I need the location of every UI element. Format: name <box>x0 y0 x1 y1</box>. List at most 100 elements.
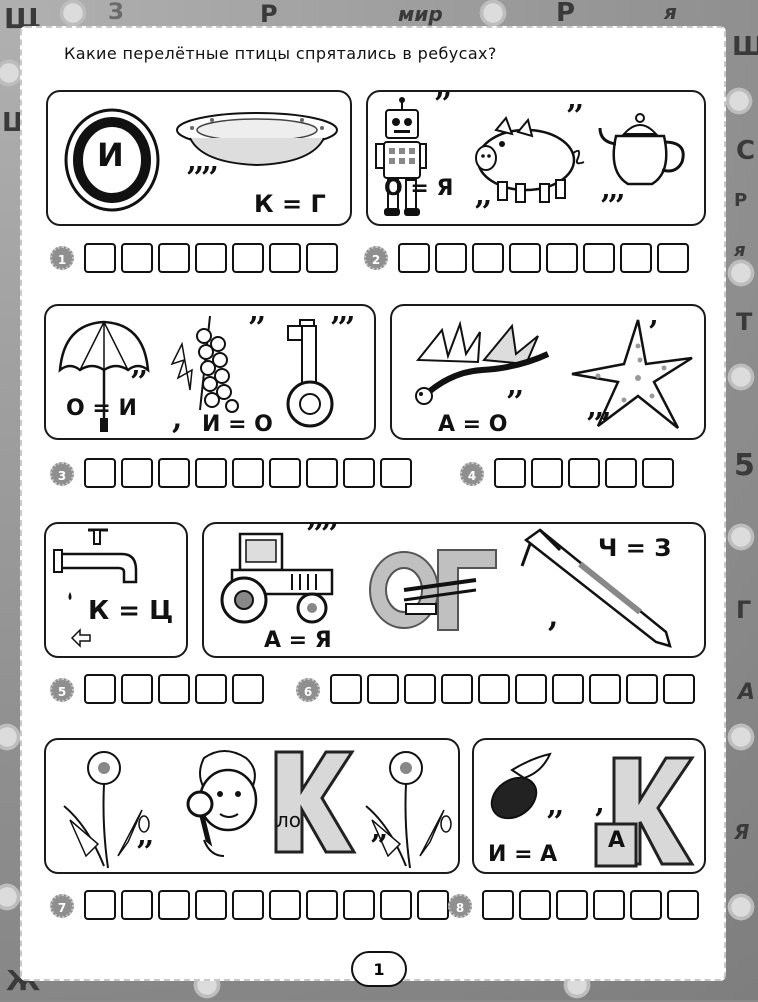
answer-letter-box[interactable] <box>593 890 625 920</box>
answer-letter-box[interactable] <box>306 243 338 273</box>
answer-letter-box[interactable] <box>158 458 190 488</box>
answer-letter-box[interactable] <box>630 890 662 920</box>
poppy-flower-icon <box>63 751 150 869</box>
answer-letter-box[interactable] <box>84 890 116 920</box>
puzzle-8-number: 8 <box>448 894 472 918</box>
page-title: Какие перелётные птицы спрятались в ребу… <box>64 44 497 63</box>
flower-ornament <box>476 0 510 30</box>
puzzle-8-answer <box>482 890 704 920</box>
answer-letter-box[interactable] <box>121 243 153 273</box>
flower-ornament <box>724 360 758 394</box>
lemon-icon <box>490 752 552 820</box>
answer-letter-box[interactable] <box>380 458 412 488</box>
puzzle-3-rule-b: И = О <box>202 412 273 437</box>
answer-letter-box[interactable] <box>417 890 449 920</box>
puzzle-6-rule-b: Ч = З <box>598 534 672 562</box>
answer-letter-box[interactable] <box>232 243 264 273</box>
answer-letter-box[interactable] <box>158 890 190 920</box>
flower-ornament <box>724 520 758 554</box>
answer-letter-box[interactable] <box>84 243 116 273</box>
key-icon <box>286 319 334 428</box>
answer-letter-box[interactable] <box>552 674 584 704</box>
boy-listening-icon <box>186 750 258 857</box>
answer-letter-box[interactable] <box>195 890 227 920</box>
puzzle-2-commas-low: ’’ <box>474 195 492 230</box>
answer-letter-box[interactable] <box>306 890 338 920</box>
umbrella-icon <box>58 320 150 432</box>
puzzle-2-commas-middle: ’’ <box>566 99 584 134</box>
answer-letter-box[interactable] <box>472 243 504 273</box>
answer-letter-box[interactable] <box>663 674 695 704</box>
answer-letter-box[interactable] <box>509 243 541 273</box>
answer-letter-box[interactable] <box>306 458 338 488</box>
cursor-arrow-icon <box>70 628 91 648</box>
puzzle-3-comma-low: , <box>172 401 183 436</box>
answer-letter-box[interactable] <box>441 674 473 704</box>
answer-letter-box[interactable] <box>398 243 430 273</box>
answer-letter-box[interactable] <box>343 890 375 920</box>
answer-letter-box[interactable] <box>531 458 563 488</box>
border-letter: я <box>664 0 677 24</box>
answer-letter-box[interactable] <box>380 890 412 920</box>
answer-letter-box[interactable] <box>84 458 116 488</box>
answer-letter-box[interactable] <box>404 674 436 704</box>
answer-letter-box[interactable] <box>556 890 588 920</box>
letter-k-icon <box>274 750 357 854</box>
answer-letter-box[interactable] <box>269 458 301 488</box>
answer-letter-box[interactable] <box>482 890 514 920</box>
answer-letter-box[interactable] <box>657 243 689 273</box>
dragon-icon <box>415 320 550 405</box>
answer-letter-box[interactable] <box>121 890 153 920</box>
answer-letter-box[interactable] <box>343 458 375 488</box>
answer-letter-box[interactable] <box>232 674 264 704</box>
answer-letter-box[interactable] <box>589 674 621 704</box>
border-letter: Р <box>556 0 576 28</box>
puzzle-6-comma-low: , <box>548 599 559 634</box>
answer-letter-box[interactable] <box>269 890 301 920</box>
puzzle-7-number: 7 <box>50 894 74 918</box>
puzzle-3-commas-c: ’’’ <box>330 311 355 346</box>
starfish-icon <box>571 319 693 429</box>
answer-letter-box[interactable] <box>568 458 600 488</box>
answer-letter-box[interactable] <box>435 243 467 273</box>
answer-letter-box[interactable] <box>195 674 227 704</box>
answer-letter-box[interactable] <box>121 674 153 704</box>
letters-o-g-swing-icon <box>369 549 497 631</box>
answer-letter-box[interactable] <box>195 243 227 273</box>
teapot-icon <box>598 113 685 186</box>
answer-letter-box[interactable] <box>642 458 674 488</box>
answer-letter-box[interactable] <box>515 674 547 704</box>
answer-letter-box[interactable] <box>269 243 301 273</box>
answer-letter-box[interactable] <box>84 674 116 704</box>
puzzle-1-answer <box>84 243 343 273</box>
answer-letter-box[interactable] <box>330 674 362 704</box>
answer-letter-box[interactable] <box>626 674 658 704</box>
answer-letter-box[interactable] <box>494 458 526 488</box>
border-letter: Я <box>734 820 750 844</box>
answer-letter-box[interactable] <box>519 890 551 920</box>
answer-letter-box[interactable] <box>195 458 227 488</box>
tractor-icon <box>220 532 334 624</box>
page-number: 1 <box>351 951 407 987</box>
answer-letter-box[interactable] <box>620 243 652 273</box>
answer-letter-box[interactable] <box>232 458 264 488</box>
answer-letter-box[interactable] <box>583 243 615 273</box>
answer-letter-box[interactable] <box>158 674 190 704</box>
puzzle-5-rule: К = Ц <box>88 596 174 626</box>
puzzle-3-commas-a: ’’ <box>130 365 148 400</box>
answer-letter-box[interactable] <box>667 890 699 920</box>
answer-letter-box[interactable] <box>158 243 190 273</box>
flower-ornament <box>724 720 758 754</box>
answer-letter-box[interactable] <box>605 458 637 488</box>
puzzle-2-commas-right: ’’’ <box>600 189 625 224</box>
answer-letter-box[interactable] <box>232 890 264 920</box>
puzzle-4-commas-a: ’’ <box>506 385 524 420</box>
border-letter: мир <box>398 2 443 26</box>
answer-letter-box[interactable] <box>367 674 399 704</box>
answer-letter-box[interactable] <box>546 243 578 273</box>
puzzle-3-rule-a: О = И <box>66 396 137 421</box>
answer-letter-box[interactable] <box>121 458 153 488</box>
puzzle-8-small-letter: А <box>608 828 626 853</box>
puzzle-3-answer <box>84 458 417 488</box>
answer-letter-box[interactable] <box>478 674 510 704</box>
